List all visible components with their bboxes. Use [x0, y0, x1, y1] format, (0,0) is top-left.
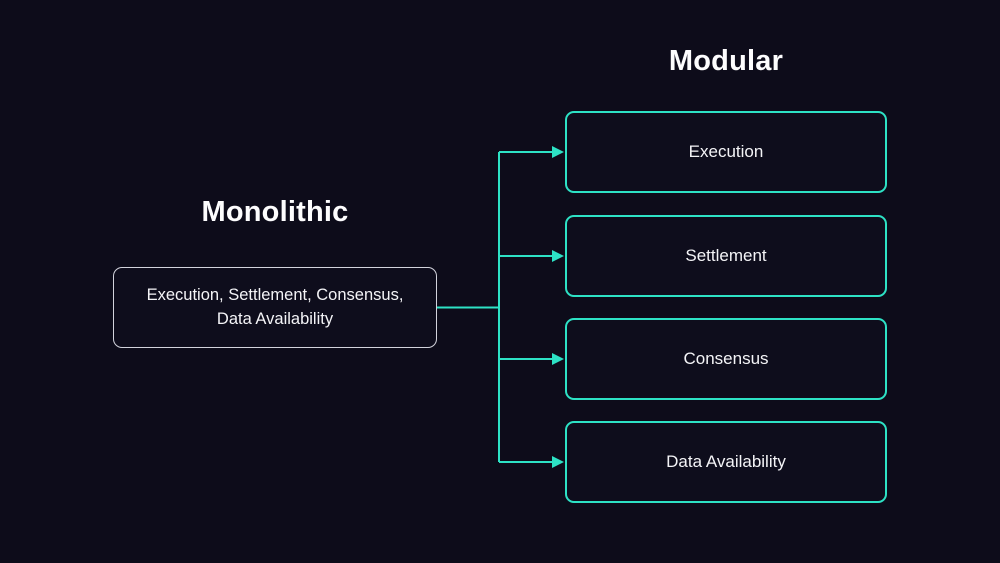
monolithic-box-label-line1: Execution, Settlement, Consensus,: [146, 286, 404, 305]
arrowhead-consensus: [552, 353, 564, 365]
modular-box-execution: Execution: [565, 111, 887, 193]
modular-box-label: Execution: [688, 142, 764, 161]
monolithic-title: Monolithic: [201, 196, 349, 228]
arrowhead-data-availability: [552, 456, 564, 468]
modular-box-label: Consensus: [683, 349, 769, 368]
arrowhead-execution: [552, 146, 564, 158]
arrowhead-settlement: [552, 250, 564, 262]
modular-box-consensus: Consensus: [565, 318, 887, 400]
modular-box-label: Data Availability: [666, 452, 786, 471]
modular-box-data-availability: Data Availability: [565, 421, 887, 503]
modular-box-settlement: Settlement: [565, 215, 887, 297]
monolithic-box: Execution, Settlement, Consensus, Data A…: [113, 267, 437, 348]
monolithic-box-label-line2: Data Availability: [216, 309, 334, 328]
modular-title: Modular: [668, 45, 784, 77]
modular-box-label: Settlement: [685, 246, 767, 265]
